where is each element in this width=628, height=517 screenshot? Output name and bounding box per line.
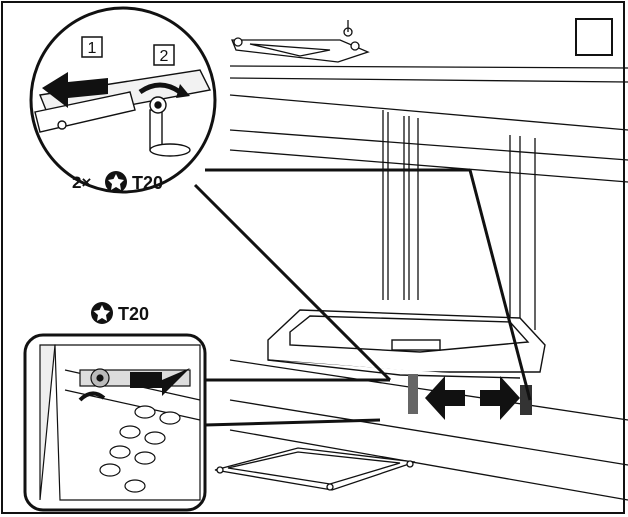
- appliance-outline: [229, 65, 628, 501]
- step-number-boxes: 1 2: [81, 36, 175, 66]
- step-1-label: 1: [88, 40, 97, 57]
- step-checkbox[interactable]: [575, 18, 613, 56]
- torx-bottom-label: T20: [118, 304, 149, 324]
- torx-top-label: T20: [132, 173, 163, 193]
- detail-circle-top: [29, 6, 217, 194]
- adjust-arrows-icon: [408, 374, 532, 420]
- screw-count-label: 2×: [72, 173, 91, 192]
- top-bracket: [231, 20, 370, 63]
- torx-star-icon: [91, 302, 113, 324]
- torx-star-icon: [105, 171, 127, 193]
- torx-label-bottom: T20: [91, 302, 149, 324]
- step-2-label: 2: [160, 48, 169, 65]
- appliance-tray: [267, 309, 546, 379]
- detail-box-bottom: [23, 333, 207, 512]
- callout-leaders: [193, 168, 532, 427]
- screw-label-top: 2× T20: [72, 171, 163, 193]
- loose-bracket: [214, 447, 416, 491]
